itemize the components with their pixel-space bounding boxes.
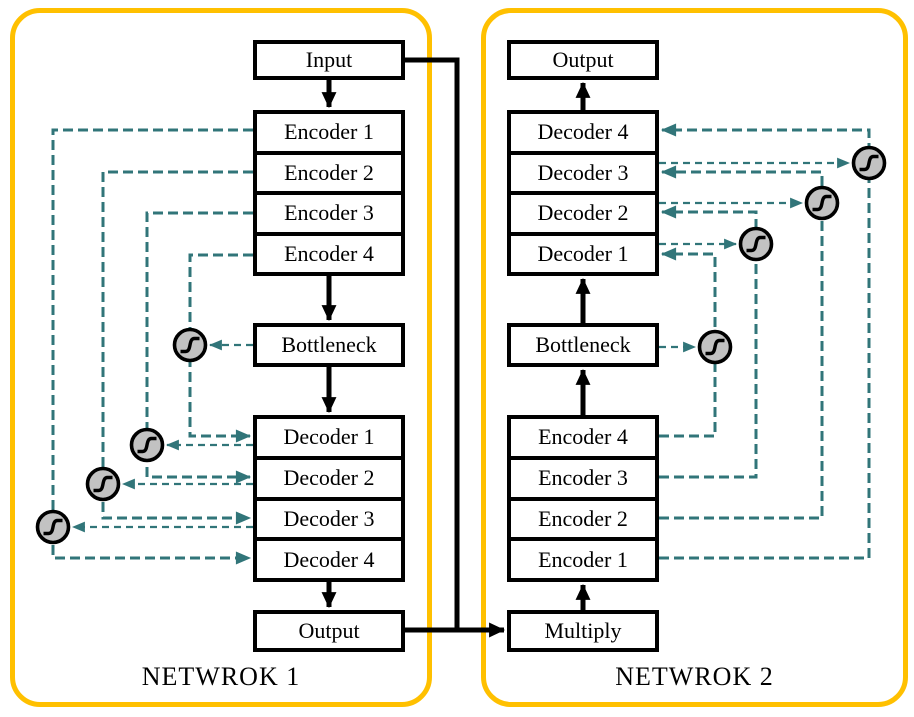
decoder3-box-net2: Decoder 3 (511, 150, 655, 192)
bottleneck-box-net2: Bottleneck (507, 323, 659, 367)
network-2-panel (481, 8, 908, 707)
decoder2-box-net1: Decoder 2 (257, 455, 401, 497)
encoder1-box-net2: Encoder 1 (511, 537, 655, 578)
network-1-title: NETWROK 1 (141, 662, 301, 691)
decoder4-box-net1: Decoder 4 (257, 537, 401, 578)
encoder-stack-net2: Encoder 4 Encoder 3 Encoder 2 Encoder 1 (507, 415, 659, 582)
encoder-stack-net1: Encoder 1 Encoder 2 Encoder 3 Encoder 4 (253, 110, 405, 276)
encoder4-box-net2: Encoder 4 (538, 424, 628, 450)
encoder4-box-net1: Encoder 4 (257, 231, 401, 273)
decoder1-box-net1: Decoder 1 (283, 424, 375, 450)
encoder2-box-net2: Encoder 2 (511, 496, 655, 538)
decoder-stack-net2: Decoder 4 Decoder 3 Decoder 2 Decoder 1 (507, 110, 659, 276)
decoder1-box-net2: Decoder 1 (511, 231, 655, 273)
decoder-stack-net1: Decoder 1 Decoder 2 Decoder 3 Decoder 4 (253, 415, 405, 582)
network-2-title: NETWROK 2 (615, 662, 774, 691)
output-box-net1: Output (253, 610, 405, 652)
encoder2-box-net1: Encoder 2 (257, 150, 401, 192)
encoder3-box-net2: Encoder 3 (511, 455, 655, 497)
encoder3-box-net1: Encoder 3 (257, 191, 401, 232)
decoder3-box-net1: Decoder 3 (257, 496, 401, 538)
output-box-net2: Output (507, 40, 659, 80)
input-box-net1: Input (253, 40, 405, 80)
decoder2-box-net2: Decoder 2 (511, 191, 655, 232)
multiply-box-net2: Multiply (507, 610, 659, 652)
encoder1-box-net1: Encoder 1 (284, 119, 374, 145)
decoder4-box-net2: Decoder 4 (537, 119, 629, 145)
bottleneck-box-net1: Bottleneck (253, 323, 405, 367)
